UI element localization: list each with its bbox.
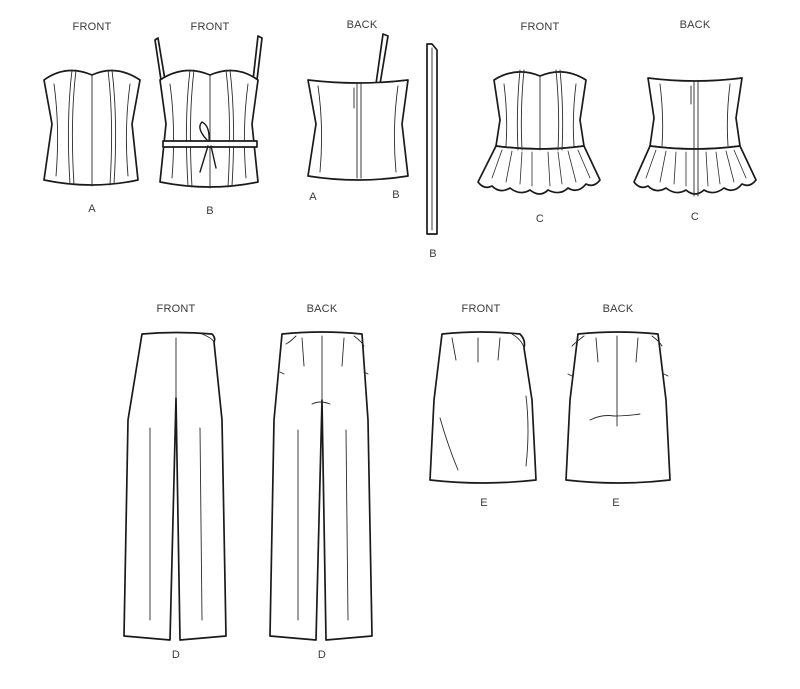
view-b-tie[interactable]: B: [426, 43, 438, 260]
view-d-front-letter: D: [172, 649, 180, 661]
view-ab-back[interactable]: BACK A B: [307, 19, 409, 203]
view-d-back-label: BACK: [307, 303, 338, 315]
view-c-front[interactable]: FRONT C: [477, 21, 601, 225]
view-e-front-letter: E: [480, 497, 488, 509]
view-b-tie-letter: B: [429, 248, 437, 260]
bustier-b-front-drawing: [154, 35, 263, 189]
view-ab-back-letter-b: B: [392, 189, 400, 201]
view-a-front-letter: A: [88, 203, 96, 215]
view-d-front-label: FRONT: [157, 303, 196, 315]
view-ab-back-letter-a: A: [309, 191, 317, 203]
view-a-front[interactable]: FRONT A: [43, 21, 141, 215]
view-e-back[interactable]: BACK E: [565, 303, 671, 509]
peplum-c-front-drawing: [477, 69, 601, 195]
view-e-back-label: BACK: [603, 303, 634, 315]
view-d-back-letter: D: [318, 649, 326, 661]
peplum-c-back-drawing: [633, 77, 757, 197]
view-c-back[interactable]: BACK C: [633, 19, 757, 223]
tie-strip-drawing: [426, 43, 438, 235]
view-e-front-label: FRONT: [462, 303, 501, 315]
view-c-front-label: FRONT: [521, 21, 560, 33]
pants-d-front-drawing: [123, 331, 227, 641]
bustier-ab-back-drawing: [307, 33, 409, 181]
view-e-front[interactable]: FRONT E: [429, 303, 537, 509]
view-b-front-label: FRONT: [191, 21, 230, 33]
view-b-front[interactable]: FRONT B: [154, 21, 263, 217]
view-d-back[interactable]: BACK D: [269, 303, 373, 661]
skirt-e-back-drawing: [565, 331, 671, 484]
view-d-front[interactable]: FRONT D: [123, 303, 227, 661]
view-c-back-letter: C: [691, 211, 699, 223]
bustier-a-front-drawing: [43, 69, 141, 187]
view-b-front-letter: B: [206, 205, 214, 217]
skirt-e-front-drawing: [429, 331, 537, 484]
view-a-front-label: FRONT: [73, 21, 112, 33]
view-c-front-letter: C: [536, 213, 544, 225]
view-e-back-letter: E: [612, 497, 620, 509]
view-ab-back-label: BACK: [347, 19, 378, 31]
pants-d-back-drawing: [269, 331, 373, 641]
view-c-back-label: BACK: [680, 19, 711, 31]
